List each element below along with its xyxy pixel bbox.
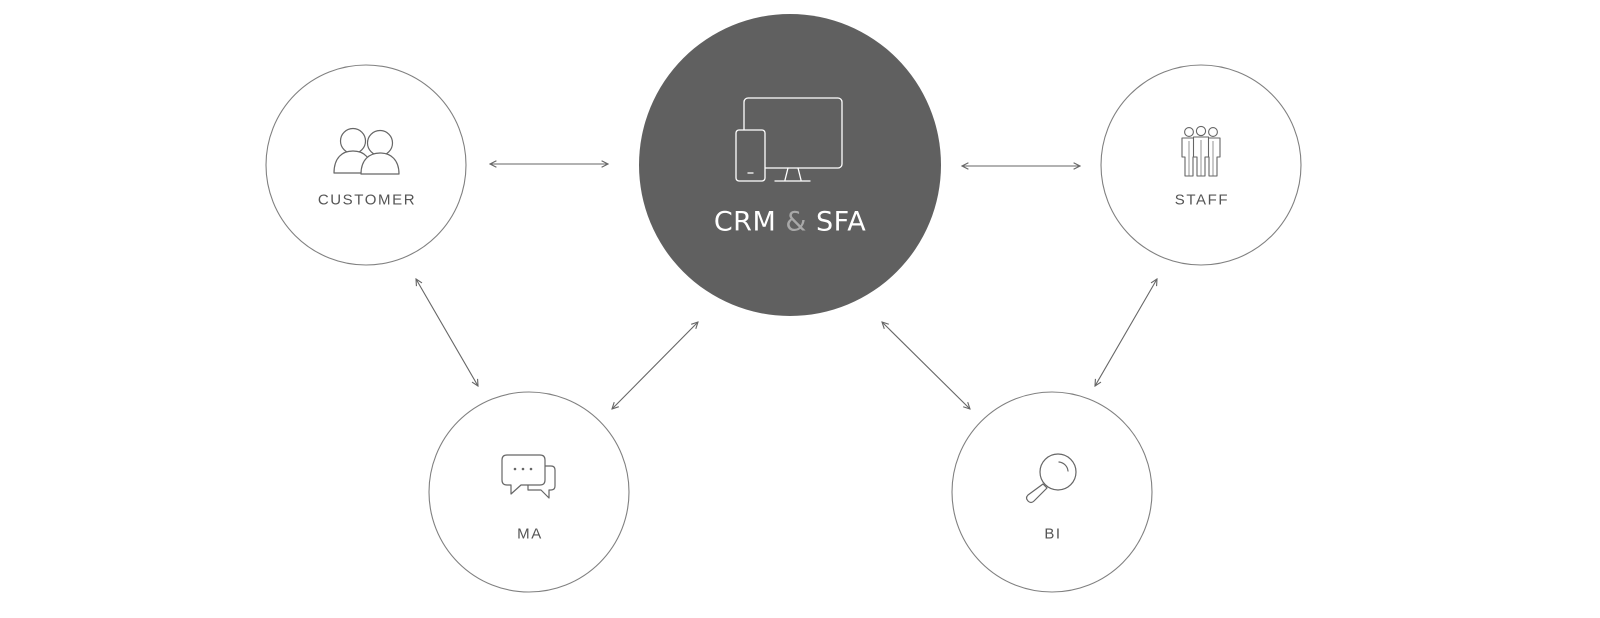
ma-node [428,391,630,593]
staff-label: STAFF [1174,191,1230,209]
chat-bubbles-icon [501,454,556,499]
hub-label: CRM & SFA [714,207,866,238]
team-icon [1181,125,1221,177]
hub-circle [639,14,941,316]
bi-node [951,391,1153,593]
magnifier-icon [1025,453,1077,504]
hub-label-left: CRM [713,206,777,238]
ma-label: MA [517,525,543,543]
hub-label-right: SFA [816,206,867,238]
hub-label-amp: & [785,206,807,238]
connector-staff-bi [1095,279,1157,386]
customer-label: CUSTOMER [317,191,417,209]
devices-icon [735,97,843,182]
connector-hub-bi [882,322,970,409]
bi-label: BI [1044,525,1062,543]
connector-customer-ma [416,279,478,386]
users-icon [333,127,400,175]
connector-ma-hub [612,322,698,409]
